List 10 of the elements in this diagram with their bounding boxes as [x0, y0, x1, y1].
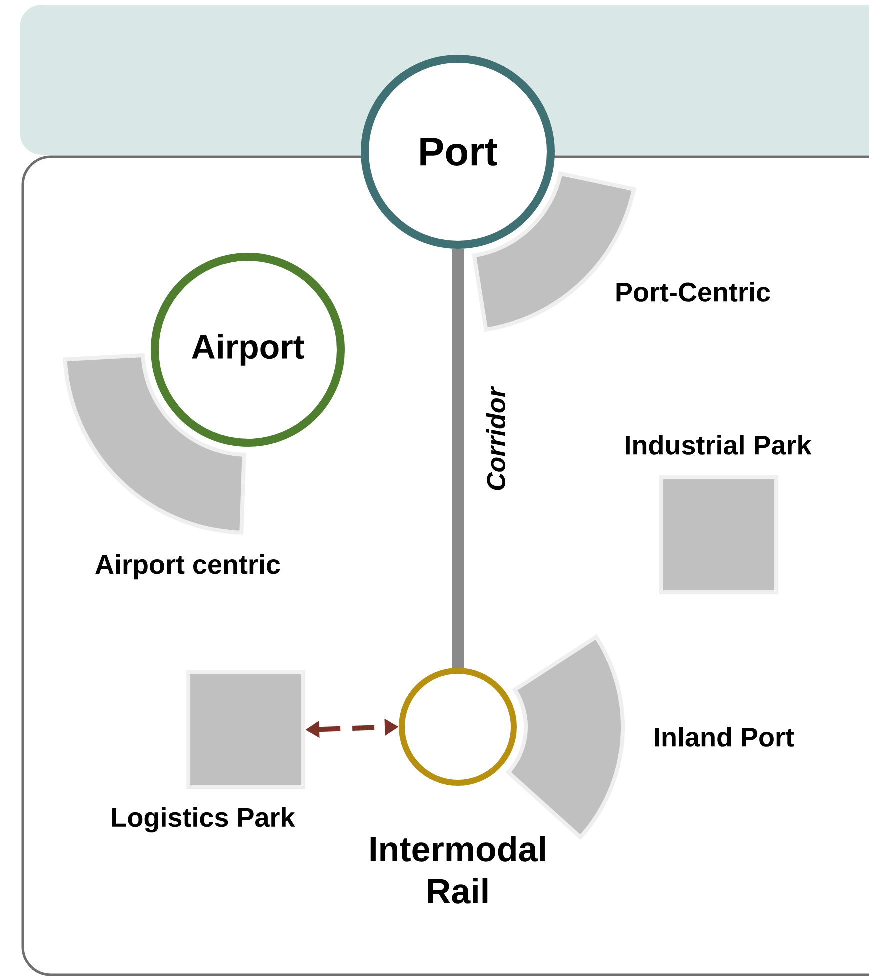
circle-node: Port [361, 55, 555, 249]
node-label: Inland Port [655, 727, 794, 747]
circle-node: Airport [151, 253, 345, 447]
node-label: Airport centric [96, 554, 280, 580]
node-label: Intermodal Rail [370, 836, 545, 904]
node-label: Industrial Park [626, 435, 812, 455]
node-label: Port-Centric [616, 282, 770, 302]
node-label: Logistics Park [112, 807, 296, 833]
connector-line [452, 249, 464, 668]
edge-label: Corridor [486, 386, 506, 490]
